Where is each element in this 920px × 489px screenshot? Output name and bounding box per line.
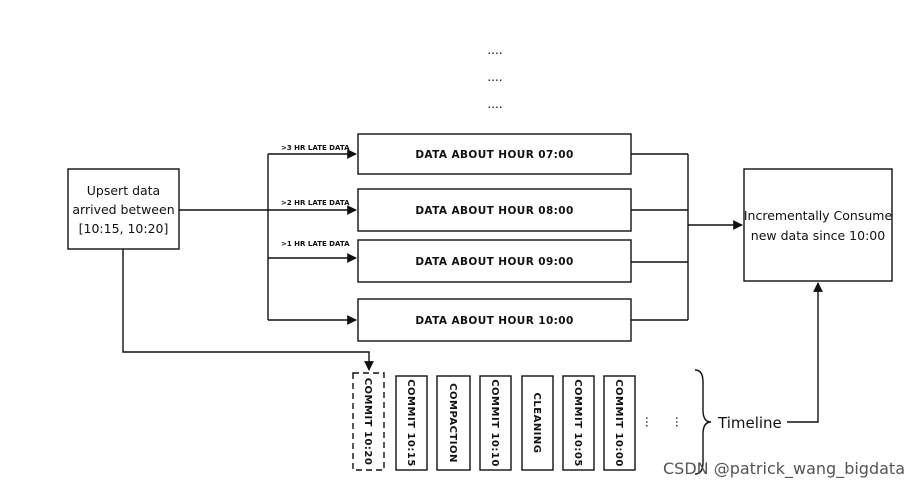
partition-hour-08-label: DATA ABOUT HOUR 08:00: [415, 205, 573, 217]
timeline-item-commit-1020-label: COMMIT 10:20: [362, 378, 373, 466]
partition-hour-09: DATA ABOUT HOUR 09:00: [357, 239, 632, 283]
upsert-source-line-3: [10:15, 10:20]: [79, 221, 169, 236]
timeline-ellipsis-2: ...: [673, 416, 687, 427]
partition-hour-08: DATA ABOUT HOUR 08:00: [357, 188, 632, 232]
consumer-line-1: Incrementally Consume: [744, 208, 893, 223]
upsert-source-box: Upsert data arrived between [10:15, 10:2…: [67, 168, 180, 250]
timeline-item-commit-1005-label: COMMIT 10:05: [572, 379, 583, 467]
consumer-line-2: new data since 10:00: [751, 228, 885, 243]
partition-hour-10: DATA ABOUT HOUR 10:00: [357, 298, 632, 342]
ellipsis-top-2: ....: [487, 70, 502, 84]
timeline-item-cleaning: CLEANING: [521, 375, 554, 471]
timeline-item-commit-1010-label: COMMIT 10:10: [489, 379, 500, 467]
timeline-item-commit-1000: COMMIT 10:00: [603, 375, 636, 471]
late-tag-2hr: >2 HR LATE DATA: [281, 199, 350, 207]
timeline-item-commit-1015: COMMIT 10:15: [395, 375, 428, 471]
timeline-item-commit-1005: COMMIT 10:05: [562, 375, 595, 471]
upsert-source-line-2: arrived between: [72, 202, 174, 217]
partition-hour-10-label: DATA ABOUT HOUR 10:00: [415, 315, 573, 327]
partition-hour-09-label: DATA ABOUT HOUR 09:00: [415, 256, 573, 268]
timeline-item-cleaning-label: CLEANING: [531, 393, 542, 454]
timeline-item-commit-1000-label: COMMIT 10:00: [613, 379, 624, 467]
timeline-brace: [694, 369, 712, 475]
watermark: CSDN @patrick_wang_bigdata: [663, 459, 905, 479]
timeline-item-commit-1015-label: COMMIT 10:15: [405, 379, 416, 467]
timeline-item-commit-1010: COMMIT 10:10: [479, 375, 512, 471]
partition-hour-07-label: DATA ABOUT HOUR 07:00: [415, 149, 573, 161]
ellipsis-top-3: ....: [487, 97, 502, 111]
partition-hour-07: DATA ABOUT HOUR 07:00: [357, 133, 632, 175]
late-tag-3hr: >3 HR LATE DATA: [281, 144, 350, 152]
timeline-label: Timeline: [717, 414, 782, 432]
timeline-item-compaction-label: COMPACTION: [447, 383, 458, 463]
timeline: COMMIT 10:20 COMMIT 10:15 COMPACTION COM…: [352, 369, 782, 475]
timeline-ellipsis-1: ...: [643, 416, 657, 427]
late-tag-1hr: >1 HR LATE DATA: [281, 240, 350, 248]
ellipsis-top-1: ....: [487, 43, 502, 57]
source-to-partition-connectors: [179, 149, 357, 325]
partition-to-consumer-connectors: [631, 153, 743, 321]
timeline-item-compaction: COMPACTION: [436, 375, 471, 471]
timeline-item-commit-1020: COMMIT 10:20: [352, 372, 385, 471]
arrow-source-to-commit-1020: [122, 249, 374, 371]
incremental-consumer-box: Incrementally Consume new data since 10:…: [743, 168, 893, 282]
arrow-timeline-to-consumer: [787, 282, 823, 423]
upsert-source-line-1: Upsert data: [87, 183, 160, 198]
